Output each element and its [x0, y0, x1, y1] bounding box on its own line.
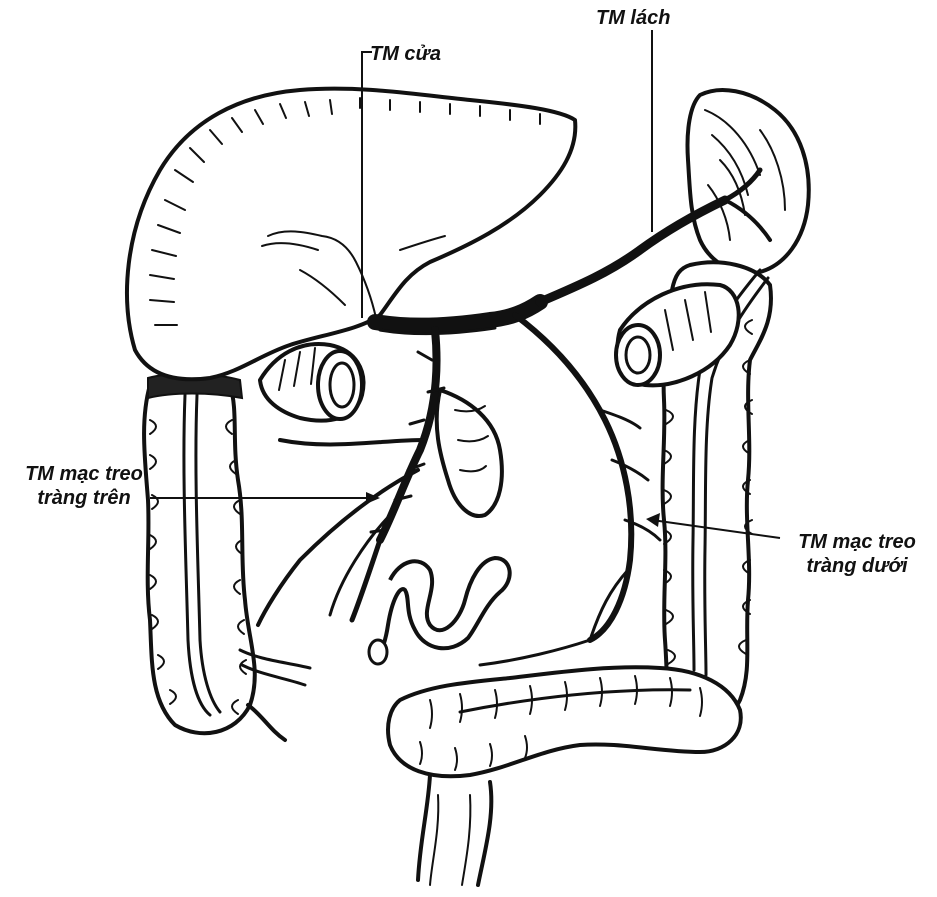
imv-label-line-2: tràng dưới: [782, 554, 932, 578]
duodenum-cut: [260, 344, 363, 421]
splenic-vein-label: TM lách: [596, 6, 670, 30]
portal-vein-label-text: TM cửa: [370, 42, 441, 66]
superior-mesenteric-vein-label: TM mạc treo tràng trên: [4, 462, 164, 510]
liver: [127, 89, 575, 380]
inferior-mesenteric-vein-label: TM mạc treo tràng dưới: [782, 530, 932, 578]
splenic-vein-label-text: TM lách: [596, 6, 670, 30]
smv-label-line-1: TM mạc treo: [4, 462, 164, 486]
smv-label-line-2: tràng trên: [4, 486, 164, 510]
portal-vein-label: TM cửa: [370, 42, 441, 66]
imv-label-line-1: TM mạc treo: [782, 530, 932, 554]
ascending-colon: [144, 385, 310, 740]
sigmoid-colon: [388, 667, 741, 885]
